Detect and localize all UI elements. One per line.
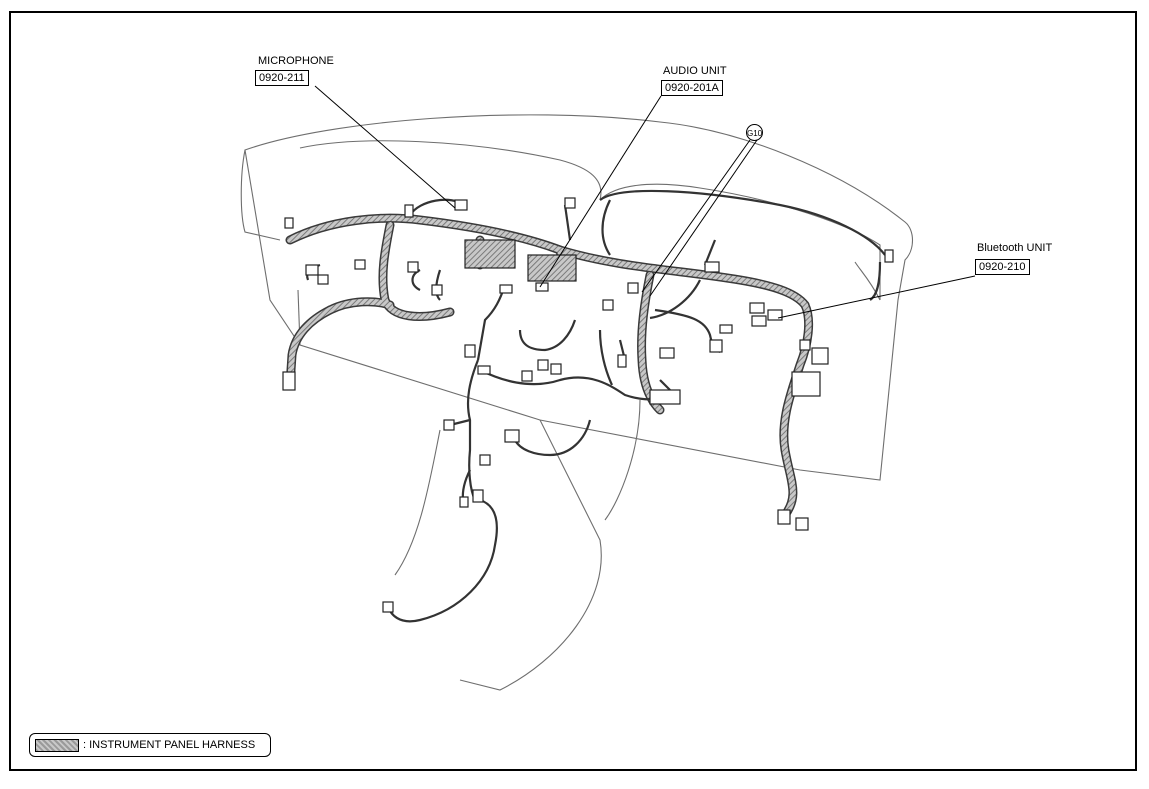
legend-text: : INSTRUMENT PANEL HARNESS (83, 739, 256, 751)
connectors (282, 197, 894, 613)
leader-lines (314, 85, 976, 319)
diagram-frame (9, 11, 1137, 771)
bluetooth-unit-label: Bluetooth UNIT (977, 242, 1053, 254)
legend: : INSTRUMENT PANEL HARNESS (29, 733, 271, 757)
audio-unit-part-number: 0920-201A (661, 80, 723, 96)
microphone-part-number: 0920-211 (255, 70, 309, 86)
harness-swatch (35, 738, 79, 752)
audio-unit-label: AUDIO UNIT (663, 65, 727, 77)
dashboard-outline (240, 114, 914, 691)
bluetooth-unit-part-number: 0920-210 (975, 259, 1030, 275)
microphone-label: MICROPHONE (258, 55, 334, 67)
ground-point-g10: G10 (746, 124, 763, 141)
